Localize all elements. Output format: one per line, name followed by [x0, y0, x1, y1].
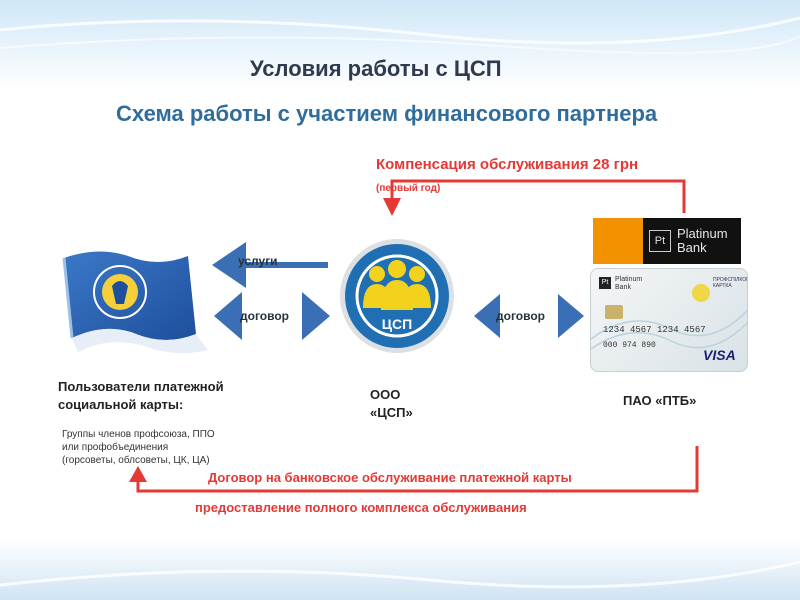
contract-right-label: договор: [496, 309, 545, 323]
csp-logo-text: ЦСП: [381, 316, 413, 332]
card-number-secondary: 000 974 890: [603, 341, 656, 350]
bank-logo-dark-panel: [643, 218, 741, 264]
users-caption: Пользователи платежной социальной карты:: [58, 379, 224, 412]
slide-title: Условия работы с ЦСП: [250, 56, 502, 81]
users-note: Группы членов профсоюза, ППО или профобъ…: [62, 429, 215, 466]
bank-agreement-label: Договор на банковское обслуживание плате…: [208, 470, 572, 485]
insurance-label: услуги: [238, 254, 278, 268]
card-number: 1234 4567 1234 4567: [603, 325, 706, 335]
payment-card: Pt Platinum Bank ПРОФСПІЛКОВА КАРТКА 123…: [590, 268, 748, 372]
card-bank-mark: Pt: [599, 277, 611, 289]
bank-logo-line1: Platinum: [677, 226, 728, 241]
contract-left-label: договор: [240, 309, 289, 323]
card-org-name: ПРОФСПІЛКОВА КАРТКА: [713, 277, 747, 289]
csp-logo-graphic: [337, 236, 457, 356]
csp-caption: ООО «ЦСП»: [370, 387, 413, 420]
contract-right-arrow-right-head: [558, 294, 584, 338]
compensation-label: Компенсация обслуживания 28 грн: [376, 156, 639, 173]
bank-logo-mark: Pt: [649, 230, 671, 252]
insurance-arrow-bar: [244, 262, 328, 268]
contract-left-arrow-left-head: [214, 292, 242, 340]
bank-caption: ПАО «ПТБ»: [623, 393, 697, 408]
card-bank-name-2: Bank: [615, 284, 631, 291]
contract-left-arrow-right-head: [302, 292, 330, 340]
card-brand: VISA: [703, 347, 736, 363]
card-bank-name-1: Platinum: [615, 276, 643, 283]
compensation-note: (первый год): [376, 183, 441, 194]
contract-right-arrow-left-head: [474, 294, 500, 338]
union-flag-logo: [62, 251, 208, 354]
bank-agreement-arrowhead: [129, 466, 147, 482]
platinum-bank-logo: Pt Platinum Bank: [593, 218, 741, 264]
csp-logo: ЦСП: [337, 236, 457, 356]
bank-agreement-line: [136, 446, 699, 493]
card-pattern: [591, 284, 747, 350]
insurance-arrowhead: [212, 242, 246, 288]
full-service-label: предоставление полного комплекса обслужи…: [195, 500, 527, 515]
compensation-line: [390, 179, 686, 213]
compensation-arrowhead: [383, 198, 401, 216]
bank-logo-line2: Bank: [677, 240, 707, 255]
slide-subtitle: Схема работы с участием финансового парт…: [116, 101, 658, 126]
